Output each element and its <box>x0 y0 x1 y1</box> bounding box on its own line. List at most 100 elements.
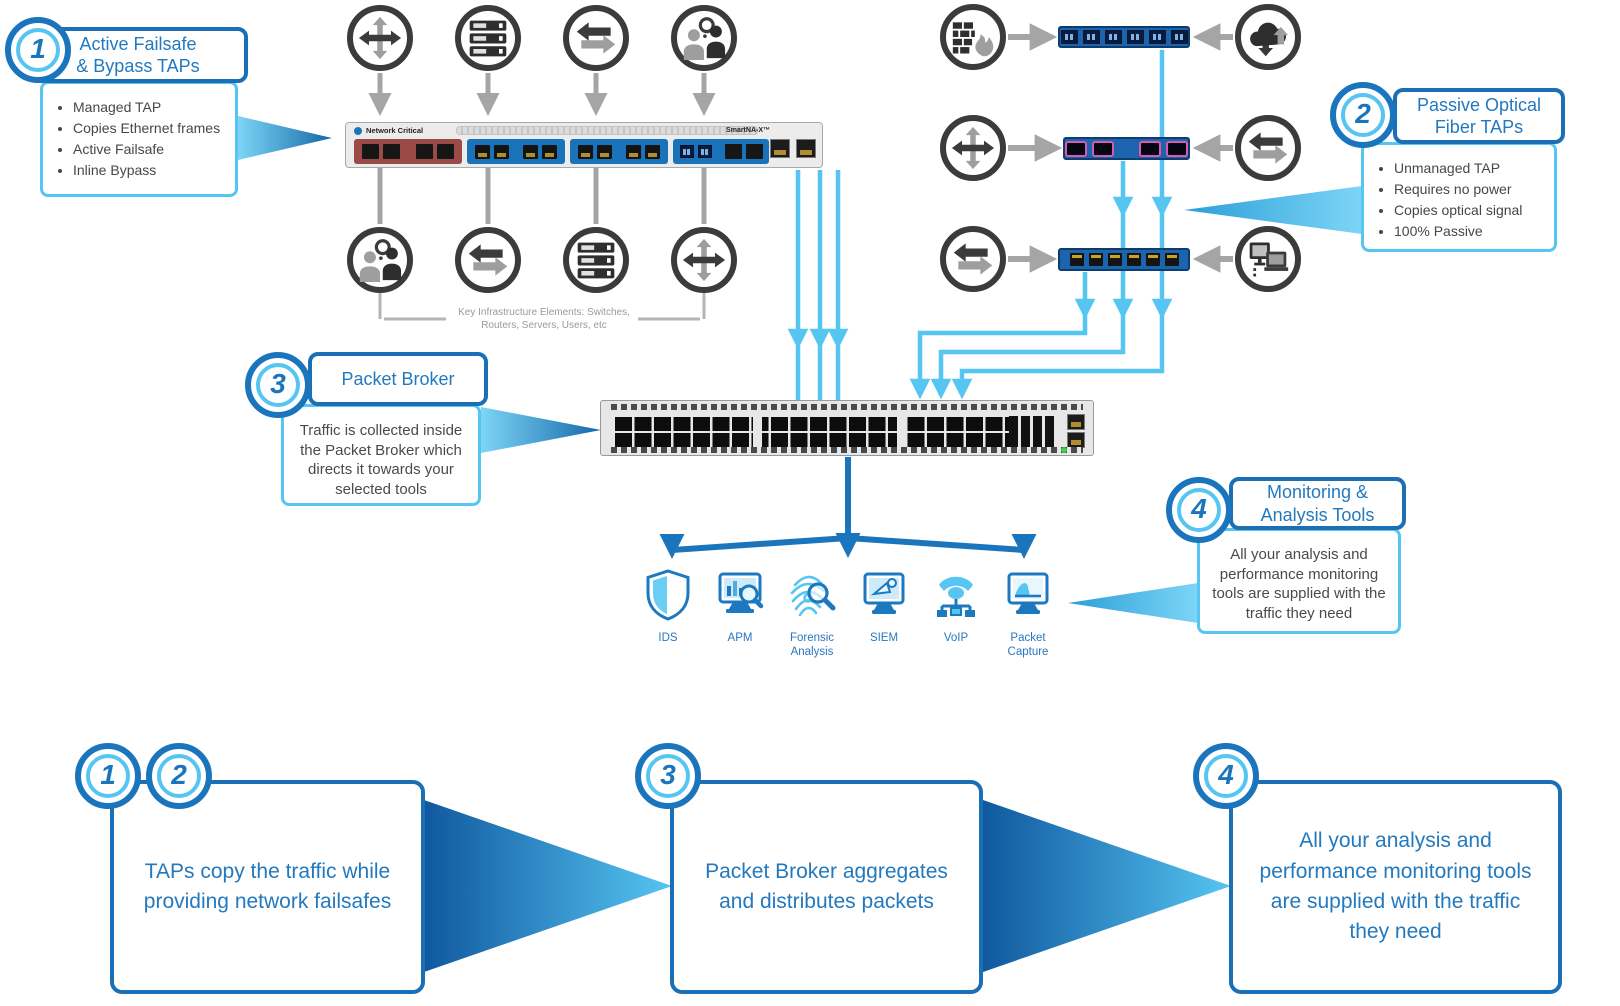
tap-module-blue-2 <box>570 139 668 164</box>
users-node <box>671 5 737 71</box>
callout-1-body: Managed TAP Copies Ethernet frames Activ… <box>40 81 238 197</box>
callout-4-title: Monitoring & Analysis Tools <box>1260 482 1375 525</box>
callout-4-title-box: Monitoring & Analysis Tools <box>1229 477 1406 530</box>
packet-broker-device <box>600 400 1094 456</box>
tap-module-red <box>354 139 462 164</box>
step-1-2-text: TAPs copy the traffic while providing ne… <box>143 859 392 913</box>
broker-uplink-ports <box>1009 416 1057 448</box>
step-4-text: All your analysis and performance monito… <box>1259 829 1532 944</box>
shield-icon <box>646 569 690 621</box>
step-4-box: All your analysis and performance monito… <box>1229 780 1562 994</box>
copper-tap-3 <box>1058 248 1190 271</box>
servers-icon <box>574 238 618 282</box>
tool-label: VoIP <box>943 632 969 644</box>
step-3-box: Packet Broker aggregates and distributes… <box>670 780 983 994</box>
network-critical-logo-icon <box>354 126 362 135</box>
fiber-tap-2 <box>1063 137 1190 160</box>
callout-3-title-box: Packet Broker <box>308 352 488 406</box>
broker-vent-top <box>611 404 1083 410</box>
callout-1-badge: 1 <box>5 17 71 83</box>
callout-1-number: 1 <box>30 33 46 64</box>
tool-forensic: Forensic Analysis <box>774 568 850 659</box>
step-3-text: Packet Broker aggregates and distributes… <box>705 859 948 913</box>
callout-1-bullet: Managed TAP <box>73 98 229 117</box>
router-node <box>940 115 1006 181</box>
callout-3-body: Traffic is collected inside the Packet B… <box>281 404 481 506</box>
callout-3-badge: 3 <box>245 352 311 418</box>
step-1-2-box: TAPs copy the traffic while providing ne… <box>110 780 425 994</box>
broker-mgmt-ports <box>1067 414 1085 448</box>
router-icon <box>682 238 726 282</box>
callout-3-number: 3 <box>270 368 286 399</box>
router-icon <box>358 16 402 60</box>
callout-1-bullet: Copies Ethernet frames <box>73 119 229 138</box>
step-4-number: 4 <box>1218 759 1234 790</box>
servers-icon <box>466 16 510 60</box>
cloud-node <box>1235 4 1301 70</box>
switch-node <box>455 227 521 293</box>
callout-1-bullet: Inline Bypass <box>73 161 229 180</box>
step-3-number: 3 <box>660 759 676 790</box>
tool-siem: SIEM <box>846 568 922 645</box>
callout-1-title-box: Active Failsafe & Bypass TAPs <box>28 27 248 83</box>
callout-2-title: Passive Optical Fiber TAPs <box>1416 94 1542 138</box>
callout-2-title-box: Passive Optical Fiber TAPs <box>1393 88 1565 144</box>
fingerprint-icon <box>790 575 836 617</box>
users-icon <box>358 238 402 282</box>
users-icon <box>682 16 726 60</box>
router-node <box>671 227 737 293</box>
management-ports <box>770 139 816 158</box>
switch-node <box>1235 115 1301 181</box>
servers-node <box>455 5 521 71</box>
voip-phone-icon <box>937 576 975 617</box>
broker-logo-icon <box>1061 447 1067 453</box>
packet-capture-monitor-icon <box>1007 572 1049 614</box>
callout-2-bullet: 100% Passive <box>1394 222 1548 241</box>
switch-node <box>563 5 629 71</box>
router-node <box>347 5 413 71</box>
tool-label: APM <box>727 632 753 644</box>
switch-icon <box>466 238 510 282</box>
callout-2-bullet: Copies optical signal <box>1394 201 1548 220</box>
fiber-tap-1 <box>1058 26 1190 48</box>
switch-icon <box>951 237 995 281</box>
callout-4-body: All your analysis and performance monito… <box>1197 528 1401 634</box>
callout-4-badge: 4 <box>1166 477 1232 543</box>
tool-label: IDS <box>658 632 678 644</box>
firewall-icon <box>951 15 995 59</box>
tool-voip: VoIP <box>918 568 994 645</box>
device-brand: Network Critical <box>354 126 423 135</box>
switch-node <box>940 226 1006 292</box>
device-vent <box>456 126 758 135</box>
tool-label: Forensic Analysis <box>789 632 835 658</box>
callout-1-title: Active Failsafe & Bypass TAPs <box>76 33 200 77</box>
siem-monitor-icon <box>863 572 905 614</box>
callout-1-bullet: Active Failsafe <box>73 140 229 159</box>
callout-2-bullet: Requires no power <box>1394 180 1548 199</box>
apm-monitor-icon <box>718 572 764 613</box>
callout-3-title: Packet Broker <box>341 368 455 389</box>
broker-vent-bottom <box>611 447 1083 453</box>
tool-packet-capture: Packet Capture <box>990 568 1066 659</box>
device-model: SmartNA-X™ <box>726 127 770 134</box>
step-3-badge: 3 <box>635 743 701 809</box>
tool-label: SIEM <box>869 632 899 644</box>
broker-port-row <box>615 417 1039 431</box>
callout-2-badge: 2 <box>1330 82 1396 148</box>
step-1-number: 1 <box>100 759 116 790</box>
step-4-badge: 4 <box>1193 743 1259 809</box>
infrastructure-label: Key Infrastructure Elements: Switches, R… <box>458 307 630 331</box>
tap-module-blue-3 <box>673 139 769 164</box>
computers-node <box>1235 226 1301 292</box>
callout-2-body: Unmanaged TAP Requires no power Copies o… <box>1361 142 1557 252</box>
broker-port-row <box>615 433 1039 447</box>
step-2-number: 2 <box>171 759 187 790</box>
switch-icon <box>574 16 618 60</box>
tool-apm: APM <box>702 568 778 645</box>
tool-ids: IDS <box>630 568 706 645</box>
step-2-badge: 2 <box>146 743 212 809</box>
tool-label: Packet Capture <box>1007 632 1049 658</box>
step-1-badge: 1 <box>75 743 141 809</box>
